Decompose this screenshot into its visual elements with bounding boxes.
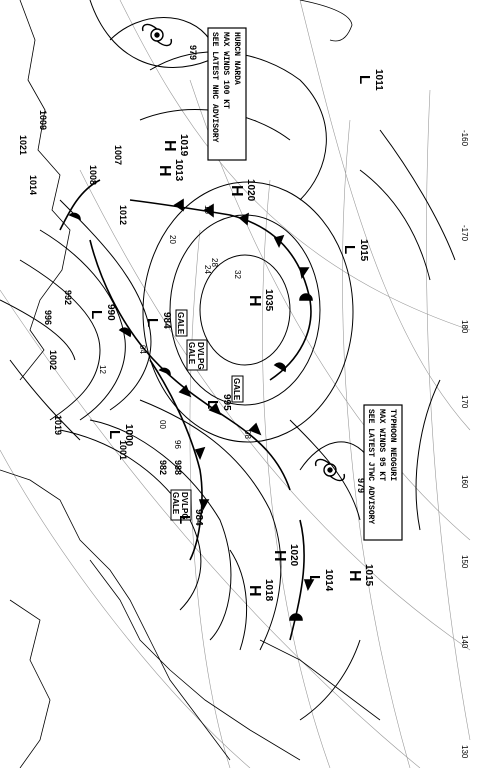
isobar-label-28: 28 bbox=[210, 258, 219, 267]
low-center-984: L bbox=[144, 318, 161, 327]
low-pressure-1015: 1015 bbox=[358, 239, 369, 262]
low-pressure-1000: 1000 bbox=[123, 424, 134, 447]
high-pressure-1035: 1035 bbox=[263, 289, 274, 312]
station-number-1019: 1019 bbox=[53, 415, 63, 435]
svg-text:DVLPG: DVLPG bbox=[196, 342, 205, 370]
isobar-label-16: 16 bbox=[203, 205, 212, 214]
advisory-typhoon: TYPHOON NEOGURI MAX WINDS 95 KT SEE LATE… bbox=[363, 404, 403, 541]
low-pressure-984: 984 bbox=[161, 312, 172, 329]
fronts bbox=[59, 179, 315, 641]
low-pressure-984: 984 bbox=[193, 509, 204, 526]
station-number-988: 988 bbox=[173, 460, 183, 475]
station-number-996: 996 bbox=[43, 310, 53, 325]
coastline bbox=[0, 0, 381, 768]
station-number-1021: 1021 bbox=[18, 135, 28, 155]
low-center-990: L bbox=[88, 310, 105, 319]
meridian-label--170: -170 bbox=[460, 225, 469, 242]
gale-warning-1: GALE bbox=[175, 309, 188, 337]
station-number-1009: 1009 bbox=[38, 110, 48, 130]
svg-text:GALE: GALE bbox=[171, 492, 180, 515]
low-center-1014: L bbox=[306, 575, 323, 584]
cyclone-neoguri-pressure: 979 bbox=[356, 478, 366, 493]
high-pressure-1018: 1018 bbox=[263, 579, 274, 602]
station-number-1008: 1008 bbox=[88, 165, 98, 185]
station-number-1007: 1007 bbox=[113, 145, 123, 165]
low-pressure-995: 995 bbox=[221, 394, 232, 411]
dvlpg-gale-warning-1: DVLPG GALE bbox=[186, 339, 208, 371]
low-center-1015: L bbox=[341, 245, 358, 254]
advisory-typhoon-line-1: TYPHOON NEOGURI bbox=[388, 409, 397, 481]
high-pressure-1020: 1020 bbox=[288, 544, 299, 567]
high-center-1019: H bbox=[161, 140, 178, 152]
low-center-1011: L bbox=[356, 75, 373, 84]
high-pressure-1019: 1019 bbox=[178, 134, 189, 157]
isobar-label-08: 08 bbox=[243, 430, 252, 439]
isobar-label-12: 12 bbox=[98, 365, 107, 374]
advisory-hurricane: HURCN NARDA MAX WINDS 100 KT SEE LATEST … bbox=[207, 27, 247, 161]
advisory-typhoon-line-3: SEE LATEST JTWC ADVISORY bbox=[366, 409, 375, 524]
advisory-hurricane-line-3: SEE LATEST NHC ADVISORY bbox=[210, 32, 219, 143]
meridian-label-170: 170 bbox=[460, 395, 469, 409]
svg-text:GALE: GALE bbox=[176, 312, 185, 335]
svg-text:GALE: GALE bbox=[232, 378, 241, 401]
high-pressure-1015: 1015 bbox=[363, 564, 374, 587]
low-center-995: L bbox=[204, 400, 221, 409]
low-center-984: L bbox=[176, 515, 193, 524]
advisory-hurricane-line-2: MAX WINDS 100 KT bbox=[221, 32, 230, 109]
meridian-label-130: 130 bbox=[460, 745, 469, 759]
high-center-1018: H bbox=[246, 585, 263, 597]
isobar-label-24: 24 bbox=[203, 265, 212, 274]
meridian-label-140: 140 bbox=[460, 635, 469, 649]
isobar-label-04: 04 bbox=[138, 345, 147, 354]
meridian-labels: -160 -170 180 170 160 150 140 130 bbox=[460, 130, 469, 759]
low-pressure-990: 990 bbox=[105, 304, 116, 321]
advisory-hurricane-line-1: HURCN NARDA bbox=[232, 32, 241, 85]
isobar-label-96: 96 bbox=[173, 440, 182, 449]
dvlpg-gale-warning-2: DVLPG GALE bbox=[170, 489, 192, 521]
high-pressure-1020: 1020 bbox=[245, 179, 256, 202]
high-pressure-1013: 1013 bbox=[173, 159, 184, 182]
station-number-1012: 1012 bbox=[118, 205, 128, 225]
high-center-1015: H bbox=[346, 570, 363, 582]
high-center-1013: H bbox=[156, 165, 173, 177]
meridian-label-180: 180 bbox=[460, 320, 469, 334]
high-center-1035: H bbox=[246, 295, 263, 307]
station-number-992: 992 bbox=[63, 290, 73, 305]
svg-text:DVLPG: DVLPG bbox=[180, 492, 189, 520]
station-number-1002: 1002 bbox=[48, 350, 58, 370]
meridian-label-160: 160 bbox=[460, 475, 469, 489]
station-number-1001: 1001 bbox=[118, 440, 128, 460]
gale-warning-2: GALE bbox=[231, 375, 244, 403]
advisory-typhoon-line-2: MAX WINDS 95 KT bbox=[377, 409, 386, 481]
isobar-label-20: 20 bbox=[168, 235, 177, 244]
station-number-982: 982 bbox=[158, 460, 168, 475]
high-center-1020: H bbox=[271, 550, 288, 562]
high-center-1020: H bbox=[228, 185, 245, 197]
isobar-label-32: 32 bbox=[233, 270, 242, 279]
svg-text:GALE: GALE bbox=[187, 342, 196, 365]
cyclone-symbols bbox=[141, 23, 346, 482]
station-labels: 1021100910141007100810121002996992100110… bbox=[18, 110, 183, 475]
low-pressure-1011: 1011 bbox=[373, 69, 384, 91]
station-number-1014: 1014 bbox=[28, 175, 38, 195]
meridian-label--160: -160 bbox=[460, 130, 469, 147]
cyclone-narda-pressure: 979 bbox=[188, 45, 198, 60]
meridian-label-150: 150 bbox=[460, 555, 469, 569]
isobar-label-00: 00 bbox=[158, 420, 167, 429]
low-center-1000: L bbox=[106, 430, 123, 439]
low-pressure-1014: 1014 bbox=[323, 569, 334, 592]
